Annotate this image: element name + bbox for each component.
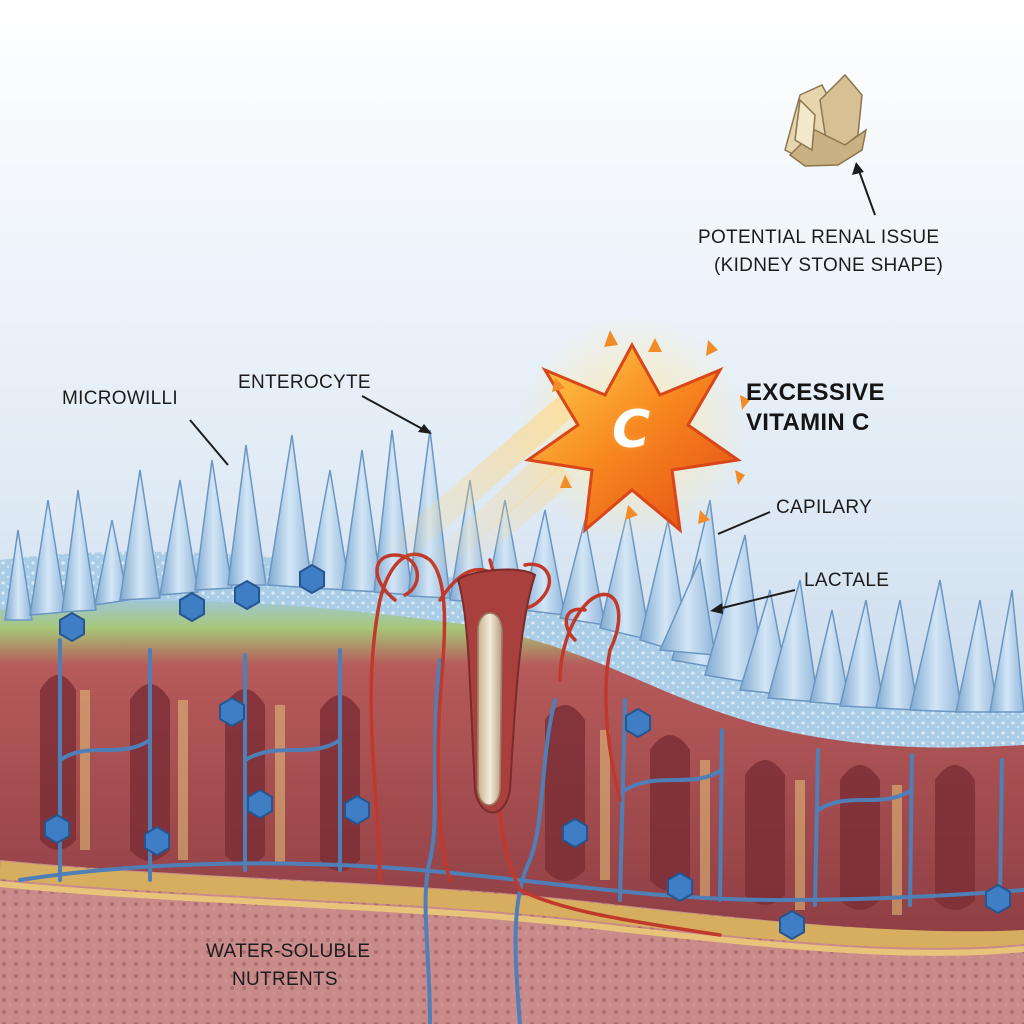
enterocyte-label: ENTEROCYTE [238,372,371,394]
nutrients-line-1: WATER-SOLUBLE [206,938,370,966]
excessive-vitamin-c-label: EXCESSIVE VITAMIN C [746,378,885,438]
renal-issue-line-2: (KIDNEY STONE SHAPE) [698,252,943,280]
vitamin-c-symbol: C [612,400,650,460]
renal-issue-line-1: POTENTIAL RENAL ISSUE [698,224,943,252]
microvilli-label: MICROWILLI [62,388,178,410]
lacteal-label: LACTALE [804,570,889,592]
capillary-label: CAPILARY [776,497,872,519]
renal-issue-label: POTENTIAL RENAL ISSUE (KIDNEY STONE SHAP… [698,224,943,280]
excessive-vitamin-c-line-1: EXCESSIVE [746,378,885,408]
nutrients-label: WATER-SOLUBLE NUTRENTS [206,938,370,994]
nutrients-line-2: NUTRENTS [206,966,370,994]
excessive-vitamin-c-line-2: VITAMIN C [746,408,885,438]
